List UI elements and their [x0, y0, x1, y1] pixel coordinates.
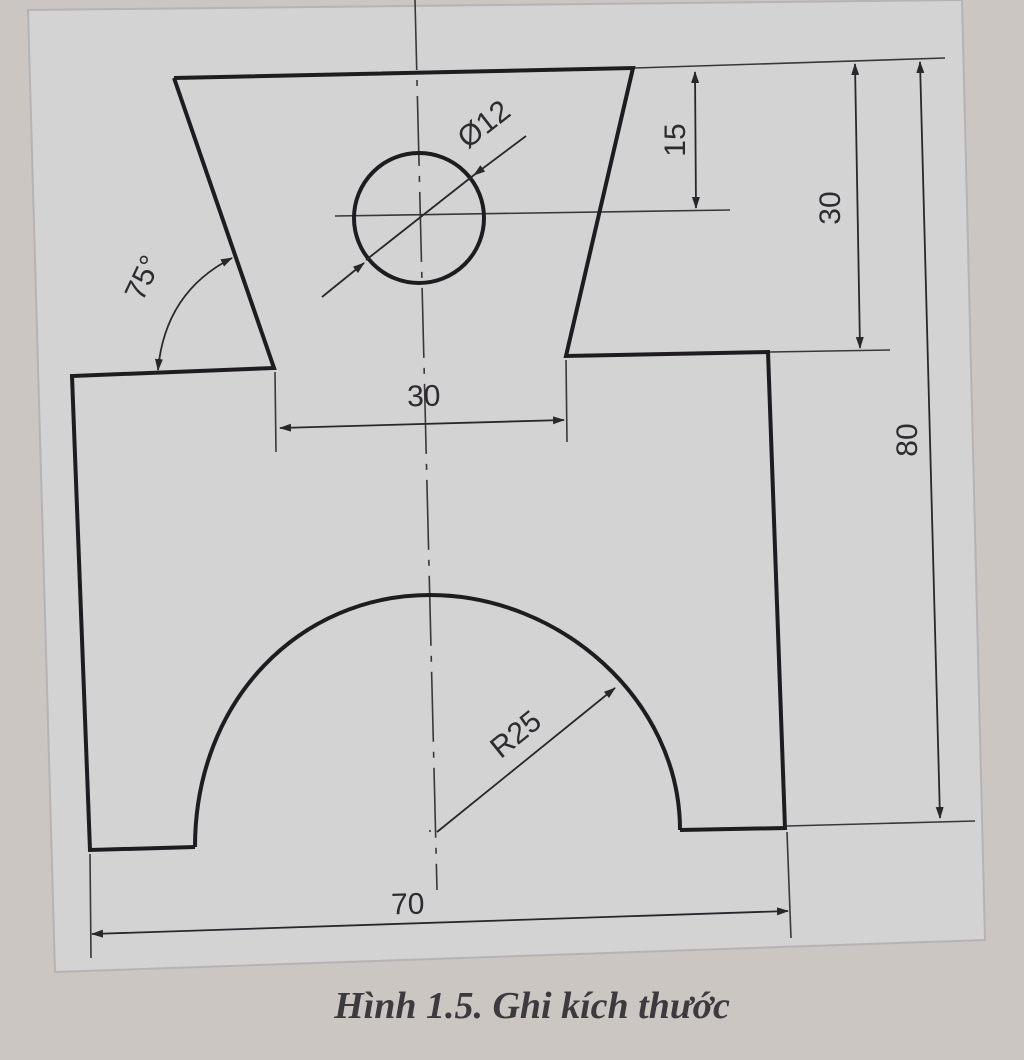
extension-lines	[89, 57, 976, 959]
figure-caption: Hình 1.5. Ghi kích thước	[334, 985, 730, 1027]
dim-line-70	[91, 907, 789, 938]
label-dim-15: 15	[659, 123, 692, 156]
dim-line-diameter-outer	[473, 135, 527, 176]
dim-arc-75	[155, 257, 233, 371]
dim-line-neck-30	[279, 416, 565, 432]
label-dim-neck-30: 30	[407, 380, 441, 414]
label-dim-top-30: 30	[814, 191, 847, 224]
label-dim-80: 80	[891, 423, 924, 456]
label-dim-70: 70	[391, 888, 425, 922]
dim-line-diameter-tail	[321, 262, 365, 298]
dim-line-diameter-inner	[365, 174, 475, 261]
dim-line-r25	[436, 687, 616, 833]
drawing-sheet	[26, 0, 987, 974]
dim-line-15	[691, 71, 700, 209]
part-outline	[69, 65, 788, 853]
center-lines	[334, 0, 731, 891]
dim-line-top-30	[851, 63, 864, 349]
dim-line-80	[916, 61, 944, 819]
dimension-lines	[91, 61, 944, 938]
